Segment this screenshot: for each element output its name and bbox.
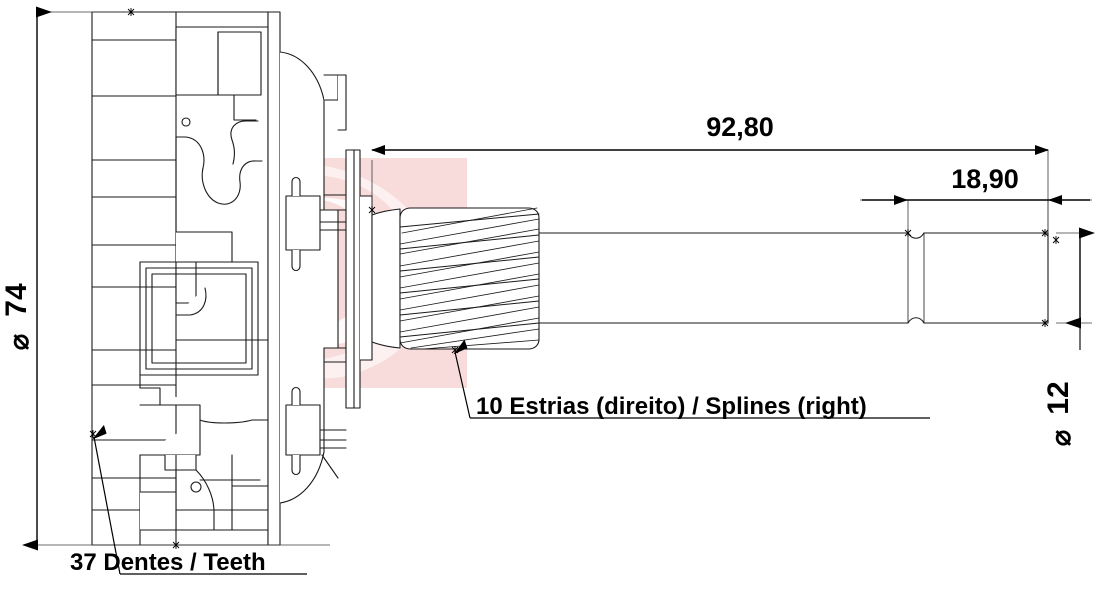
flange-hub-body	[91, 11, 269, 546]
splined-shaft-section	[399, 207, 540, 350]
part-outline	[91, 11, 1049, 546]
annotation-label-teeth: 37 Dentes / Teeth	[70, 549, 266, 576]
dimension-arrow-left-18-90	[894, 195, 908, 205]
dimension-arrow-right-18-90	[1048, 195, 1062, 205]
plain-shaft	[538, 232, 1049, 324]
dimension-flange-diameter: 74 ⌀	[0, 6, 52, 551]
annotation-teeth: 37 Dentes / Teeth	[70, 424, 307, 576]
diameter-symbol-12: ⌀	[1046, 430, 1076, 446]
annotation-splines: 10 Estrias (direito) / Splines (right)	[453, 339, 930, 420]
dimension-overall-length: 92,80	[371, 112, 1049, 155]
diameter-symbol-74: ⌀	[4, 334, 34, 350]
annotation-label-splines: 10 Estrias (direito) / Splines (right)	[476, 393, 867, 420]
dimension-label-shaft-end-length: 18,90	[951, 164, 1019, 194]
leader-line-splines	[453, 339, 471, 419]
spline-tooth-edges	[399, 213, 540, 338]
leader-line-teeth	[92, 424, 121, 575]
hub-boss	[267, 11, 347, 546]
dimension-label-shaft-diameter-value: 12	[1042, 381, 1075, 414]
dimension-shaft-diameter: 12 ⌀	[1042, 227, 1095, 446]
dimension-label-flange-diameter-value: 74	[0, 283, 33, 317]
shaft-collar	[345, 149, 401, 409]
dimension-shaft-end-length: 18,90	[862, 164, 1090, 205]
dimension-label-overall-length: 92,80	[706, 112, 774, 142]
